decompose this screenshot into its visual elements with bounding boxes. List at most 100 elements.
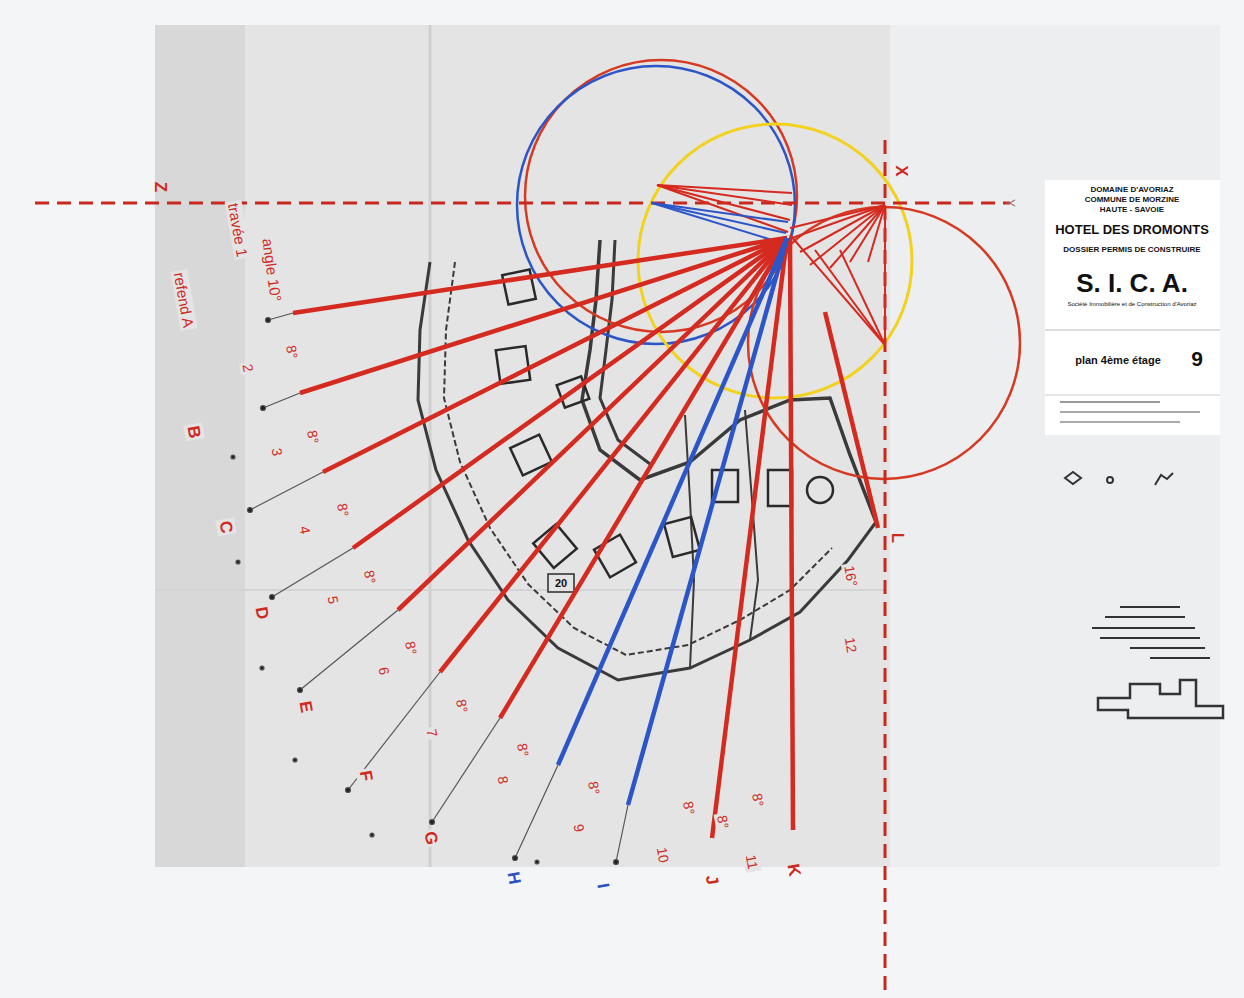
angle-value: 8° <box>585 778 604 798</box>
plan-drawing <box>1045 330 1220 331</box>
plan-drawing <box>810 205 885 265</box>
plan-drawing <box>1060 401 1160 403</box>
plan-drawing <box>500 238 787 718</box>
plan-drawing <box>1107 477 1113 483</box>
plan-drawing <box>535 860 539 864</box>
wall-letter: G <box>420 828 442 848</box>
plan-drawing <box>260 666 264 670</box>
plan-drawing <box>432 718 500 822</box>
angle-value: 8° <box>402 638 421 658</box>
plan-drawing <box>868 205 885 262</box>
plan-drawing <box>840 250 885 345</box>
plan-drawing <box>35 202 1010 205</box>
bay-number: 12 <box>841 634 860 656</box>
wall-letter: B <box>183 422 205 441</box>
title-block-text: Société Immobilière et de Construction d… <box>1067 301 1196 307</box>
plan-drawing <box>594 535 636 578</box>
angle-value: 8° <box>361 567 380 587</box>
plan-drawing <box>1155 473 1173 485</box>
plan-drawing <box>790 235 885 345</box>
plan-drawing <box>628 238 787 805</box>
plan-drawing <box>1092 627 1195 629</box>
plan-drawing <box>825 312 878 528</box>
axis-letter: Z <box>152 182 169 192</box>
title-block-text: COMMUNE DE MORZINE <box>1085 196 1180 204</box>
plan-drawing <box>398 238 787 610</box>
bay-number: 11 <box>743 851 762 872</box>
plan-drawing <box>614 860 619 865</box>
angle-value: 8° <box>514 740 533 760</box>
plan-drawing <box>496 269 833 592</box>
plan-drawing <box>263 393 300 408</box>
plan-drawing <box>790 238 793 830</box>
plan-drawing <box>884 205 886 345</box>
axis-letter: Y <box>1004 199 1016 207</box>
plan-drawing <box>1045 180 1220 435</box>
plan-drawing <box>890 25 1220 867</box>
angle-value: 8° <box>714 812 733 832</box>
wall-letter: C <box>215 517 237 536</box>
plan-drawing <box>558 238 787 765</box>
plan-drawing <box>1045 395 1220 396</box>
plan-drawing <box>1120 606 1180 608</box>
plan-drawing <box>430 820 435 825</box>
plan-drawing <box>830 205 885 268</box>
plan-drawing <box>300 610 398 690</box>
sheet-title: plan 4ème étage <box>1075 355 1161 366</box>
plan-drawing <box>346 788 351 793</box>
plan-drawing <box>250 472 323 510</box>
plan-drawing <box>1105 616 1185 618</box>
angle-value: 8° <box>680 798 699 818</box>
plan-drawing <box>664 517 700 557</box>
plan-drawing <box>1060 411 1200 413</box>
plan-drawing <box>657 185 790 220</box>
plan-drawing <box>616 805 628 862</box>
plan-drawing <box>266 318 271 323</box>
plan-drawing <box>558 238 787 805</box>
project-title: HOTEL DES DROMONTS <box>1055 223 1209 236</box>
plan-drawing <box>272 548 353 597</box>
wall-letter: E <box>295 698 316 716</box>
plan-drawing <box>155 25 890 867</box>
bay-number: 10 <box>653 844 672 866</box>
plan-drawing <box>807 477 833 503</box>
plan-drawing <box>1100 637 1200 639</box>
angle-value: 8° <box>334 500 353 520</box>
plan-drawing <box>515 765 558 858</box>
plan-drawing <box>293 238 878 838</box>
plan-drawing <box>1098 680 1223 718</box>
title-block-text: HAUTE - SAVOIE <box>1100 206 1164 214</box>
plan-drawing <box>248 508 253 513</box>
axis-letter: X <box>893 165 910 176</box>
plan-drawing <box>513 856 518 861</box>
client-name: S. I. C. A. <box>1076 270 1188 296</box>
plan-drawing <box>850 205 885 262</box>
plan-drawing <box>440 238 787 672</box>
plan-drawing <box>815 250 885 345</box>
angle-value: 8° <box>304 427 323 447</box>
plan-drawing <box>236 560 240 564</box>
plan-drawing <box>1065 472 1081 484</box>
angle-value: 8° <box>453 696 472 716</box>
title-block-text: DOMAINE D'AVORIAZ <box>1090 186 1173 194</box>
plan-drawing <box>293 758 297 762</box>
axis-letter: L <box>889 533 906 543</box>
plan-drawing <box>35 140 1010 990</box>
plan-drawing <box>300 238 787 393</box>
plan-drawing <box>261 406 266 411</box>
plan-drawing <box>652 203 786 233</box>
plan-drawing <box>1150 657 1210 659</box>
plan-drawing <box>268 313 293 320</box>
wall-letter: D <box>251 603 273 622</box>
plan-drawing <box>370 833 374 837</box>
plan-drawing <box>155 25 245 867</box>
plan-drawing <box>548 574 574 592</box>
plan-drawing <box>155 589 885 591</box>
room-number: 20 <box>555 578 567 589</box>
plan-drawing <box>231 455 235 459</box>
plan-drawing <box>1130 647 1205 649</box>
plan-drawing <box>652 203 785 244</box>
